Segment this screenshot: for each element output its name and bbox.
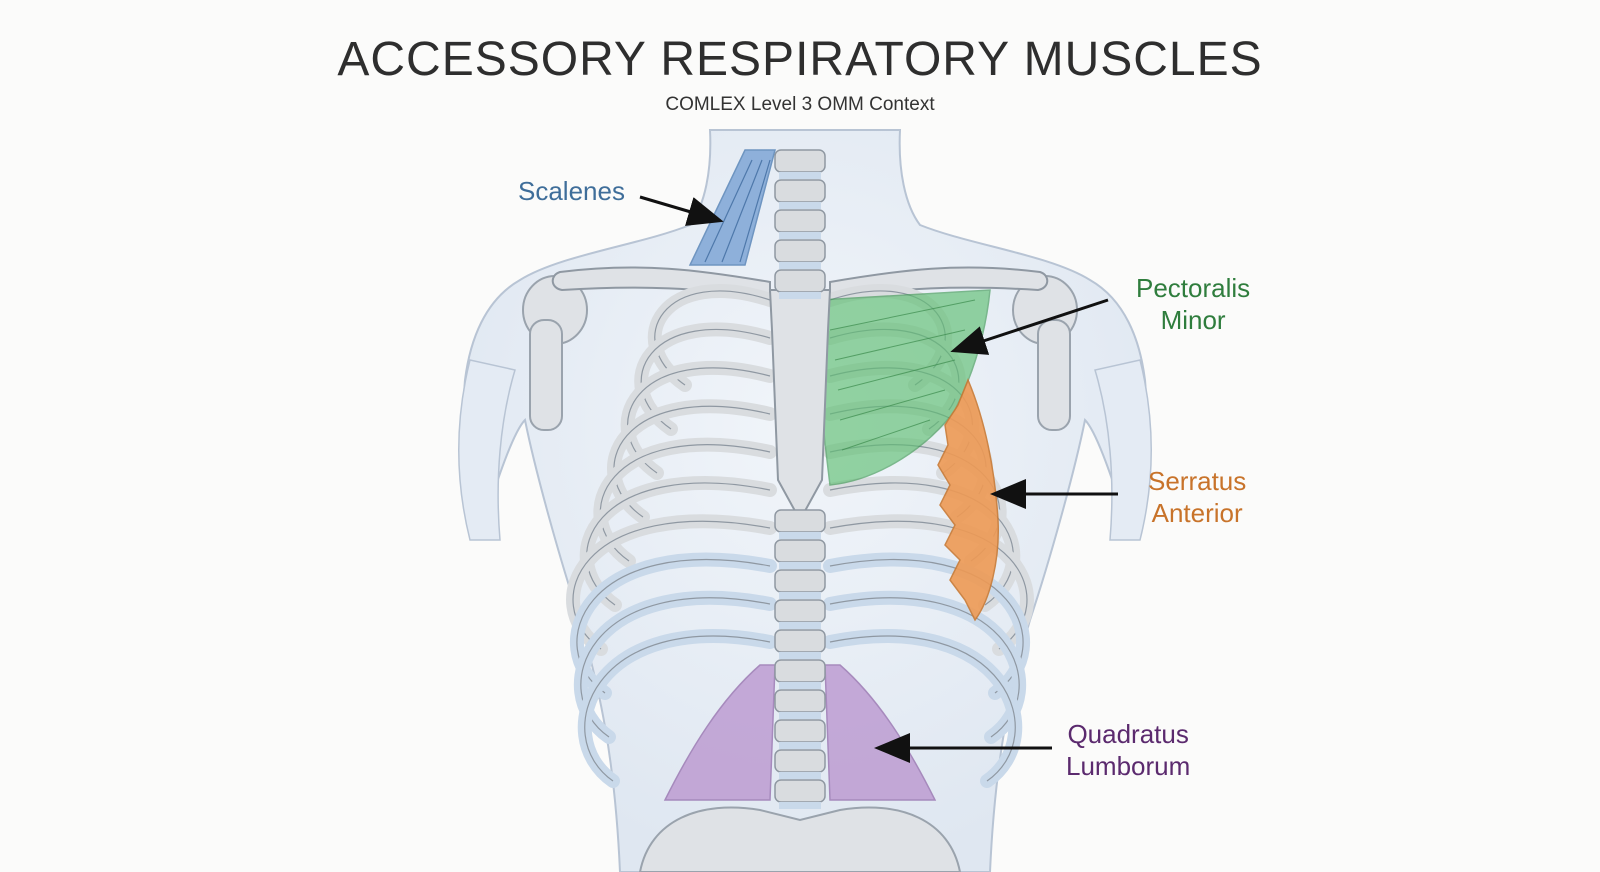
- vertebra-17: [774, 629, 826, 653]
- intervertebral-disc-13: [779, 532, 821, 539]
- page-title: ACCESSORY RESPIRATORY MUSCLES: [337, 33, 1263, 86]
- pectoralis-minor-label-line-1: Pectoralis: [1136, 273, 1251, 303]
- vertebra-14: [774, 539, 826, 563]
- intervertebral-disc-21: [779, 772, 821, 779]
- quadratus-lumborum-left: [663, 664, 776, 801]
- page-subtitle: COMLEX Level 3 OMM Context: [665, 94, 935, 115]
- vertebra-15: [774, 569, 826, 593]
- intervertebral-disc-15: [779, 592, 821, 599]
- scalenes-label: Scalenes: [518, 175, 625, 207]
- vertebra-3: [774, 209, 826, 233]
- intervertebral-disc-22: [779, 802, 821, 809]
- intervertebral-disc-19: [779, 712, 821, 719]
- rib-outline-right-10: [829, 635, 1016, 782]
- intervertebral-disc-2: [779, 202, 821, 209]
- serratus-anterior-label-line-2: Anterior: [1151, 498, 1243, 528]
- intervertebral-disc-14: [779, 562, 821, 569]
- intervertebral-disc-1: [779, 172, 821, 179]
- pelvis: [638, 806, 962, 872]
- vertebra-19: [774, 689, 826, 713]
- quadratus-lumborum-label-line-2: Lumborum: [1066, 751, 1191, 781]
- pectoralis-minor-label: Pectoralis Minor: [1136, 272, 1250, 336]
- intervertebral-disc-3: [779, 232, 821, 239]
- scalenes-muscle: [688, 149, 776, 266]
- right-humerus: [1037, 319, 1071, 431]
- vertebra-4: [774, 239, 826, 263]
- vertebra-18: [774, 659, 826, 683]
- rib-outline-left-6: [586, 482, 771, 606]
- vertebra-21: [774, 749, 826, 773]
- intervertebral-disc-4: [779, 262, 821, 269]
- pectoralis-minor-arrow: [950, 298, 1109, 355]
- scalenes-label-line-1: Scalenes: [518, 176, 625, 206]
- left-humerus: [529, 319, 563, 431]
- vertebral-column: [774, 149, 826, 809]
- pectoralis-fibers: [829, 299, 976, 451]
- intervertebral-disc-18: [779, 682, 821, 689]
- rib-outline-left-10: [584, 635, 771, 782]
- rib-outline-left-1: [654, 290, 771, 386]
- serratus-anterior-muscle: [937, 378, 1000, 622]
- left-arm: [458, 359, 516, 541]
- right-arm: [1094, 359, 1152, 541]
- intervertebral-disc-17: [779, 652, 821, 659]
- scalenes-fibers: [704, 159, 771, 263]
- quadratus-lumborum-label: Quadratus Lumborum: [1066, 718, 1190, 782]
- intervertebral-disc-16: [779, 622, 821, 629]
- scalenes-arrow: [639, 195, 724, 226]
- vertebra-2: [774, 179, 826, 203]
- vertebra-22: [774, 779, 826, 803]
- serratus-anterior-label: Serratus Anterior: [1148, 465, 1246, 529]
- vertebra-16: [774, 599, 826, 623]
- intervertebral-disc-20: [779, 742, 821, 749]
- vertebra-5: [774, 269, 826, 293]
- vertebra-13: [774, 509, 826, 533]
- pectoralis-minor-label-line-2: Minor: [1160, 305, 1226, 335]
- quadratus-lumborum-label-line-1: Quadratus: [1067, 719, 1189, 749]
- sternum: [768, 289, 832, 523]
- vertebra-20: [774, 719, 826, 743]
- vertebra-1: [774, 149, 826, 173]
- intervertebral-disc-5: [779, 292, 821, 299]
- serratus-anterior-label-line-1: Serratus: [1148, 466, 1247, 496]
